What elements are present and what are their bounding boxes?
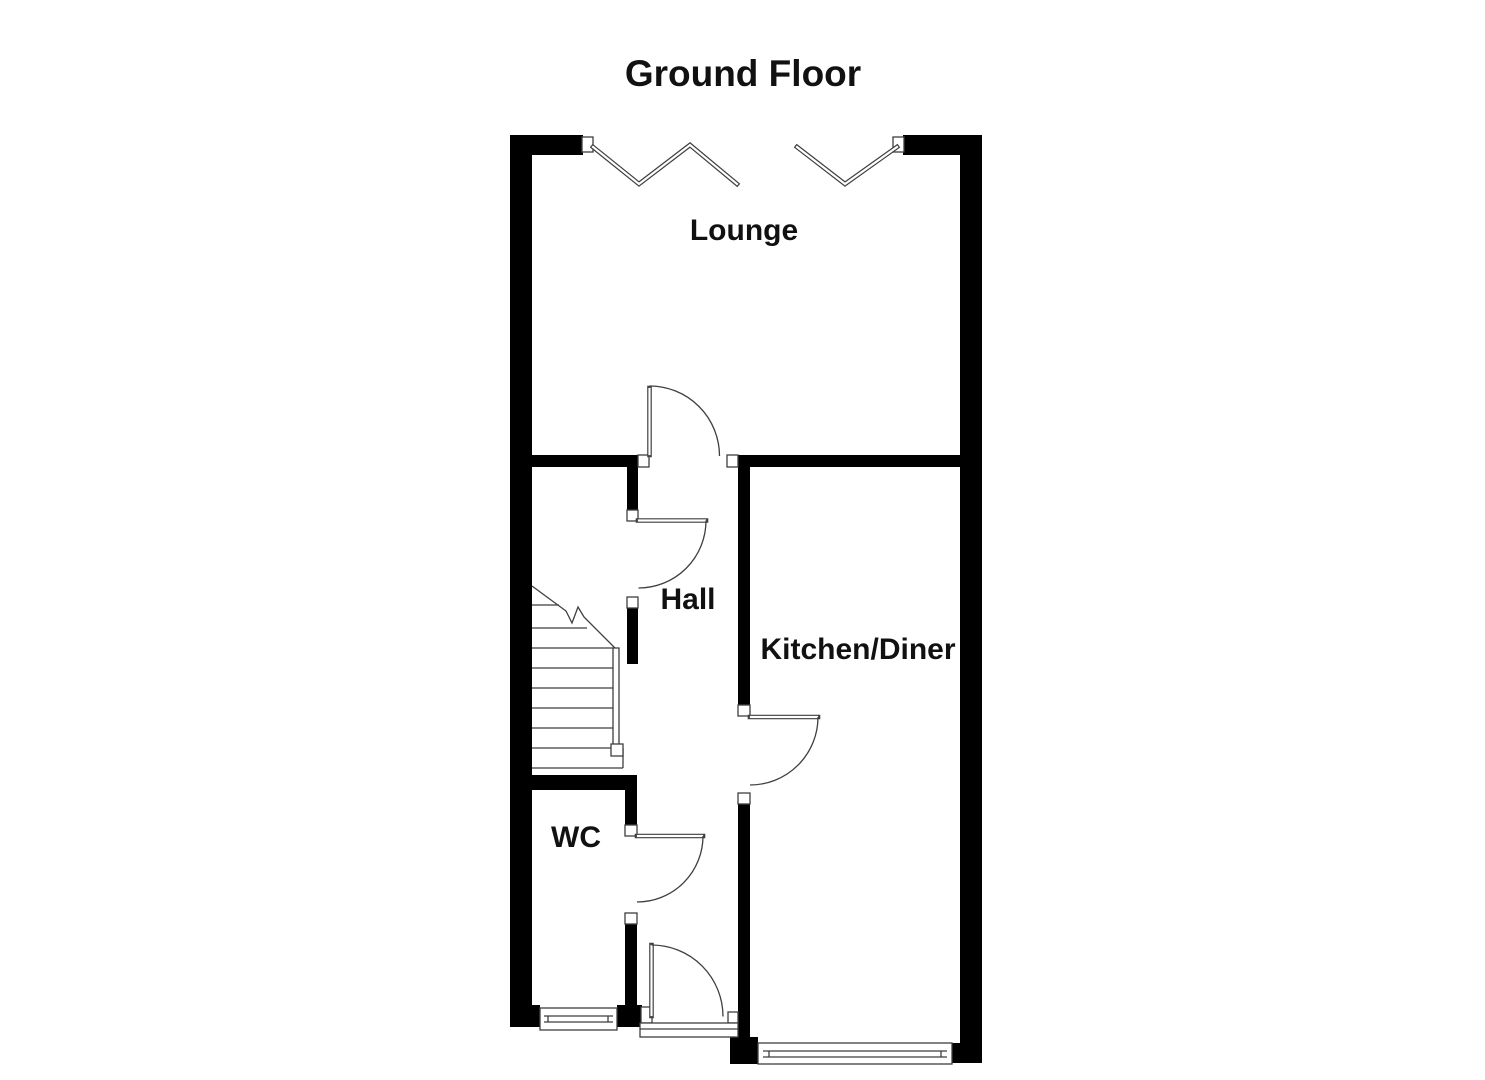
lounge-door-arc xyxy=(649,385,721,457)
front-door-arc xyxy=(651,944,724,1017)
wall-hall-left-upper xyxy=(627,467,638,510)
jamb-stairs-door-bottom xyxy=(626,596,639,609)
wall-outer-top-left xyxy=(510,135,583,155)
staircase xyxy=(531,585,624,769)
jamb-front-door-right xyxy=(727,1011,739,1024)
wall-lounge-bottom-right xyxy=(738,455,982,467)
wall-lounge-bottom-left xyxy=(510,455,638,467)
jamb-wc-door-bottom xyxy=(624,912,638,925)
wall-wc-right-lower xyxy=(625,924,637,1005)
room-label-hall: Hall xyxy=(660,583,716,616)
patio-doors xyxy=(589,142,901,188)
wall-wc-corner-right xyxy=(617,1005,642,1027)
french-door-icon-inner xyxy=(795,145,899,186)
stair-break-line xyxy=(531,585,617,650)
bifold-door-icon-inner xyxy=(591,143,739,186)
wall-kitchen-left-upper xyxy=(738,467,750,705)
wall-outer-left xyxy=(510,135,532,1027)
stair-stringer xyxy=(612,647,620,746)
page-title: Ground Floor xyxy=(624,53,862,94)
wall-wc-corner-left xyxy=(510,1005,540,1027)
kitchen-door-arc xyxy=(749,716,819,786)
wall-kitchen-left-lower xyxy=(738,803,750,1037)
jamb-patio-right xyxy=(892,136,905,153)
jamb-lounge-door-left xyxy=(637,454,650,468)
wall-kitchen-corner-bottom-left xyxy=(730,1037,758,1064)
jamb-patio-left xyxy=(581,136,594,153)
room-label-kitchen-diner: Kitchen/Diner xyxy=(760,633,956,666)
door-jambs xyxy=(581,136,905,1024)
doors xyxy=(634,385,821,1019)
windows xyxy=(539,1007,953,1065)
wc-window xyxy=(539,1007,618,1031)
kitchen-window xyxy=(757,1042,953,1065)
jamb-kitchen-door-bottom xyxy=(737,792,751,805)
stair-newel-post xyxy=(610,743,624,757)
jamb-stairs-door-top xyxy=(626,509,639,522)
wall-hall-left-lower xyxy=(627,608,638,664)
wc-door-arc xyxy=(636,835,704,903)
wall-wc-right-upper xyxy=(625,790,637,825)
room-label-lounge: Lounge xyxy=(689,214,799,247)
wall-wc-top xyxy=(510,775,637,790)
jamb-lounge-door-right xyxy=(726,454,739,468)
french-door-icon xyxy=(793,143,901,187)
jamb-wc-door-top xyxy=(624,824,638,837)
wall-kitchen-corner-bottom-right xyxy=(952,1043,982,1063)
stairs-door-arc xyxy=(638,520,707,589)
jamb-kitchen-door-top xyxy=(737,704,751,717)
room-label-wc: WC xyxy=(551,821,601,854)
front-door-threshold xyxy=(639,1022,739,1038)
walls xyxy=(510,135,982,1064)
wall-outer-right xyxy=(960,135,982,1063)
